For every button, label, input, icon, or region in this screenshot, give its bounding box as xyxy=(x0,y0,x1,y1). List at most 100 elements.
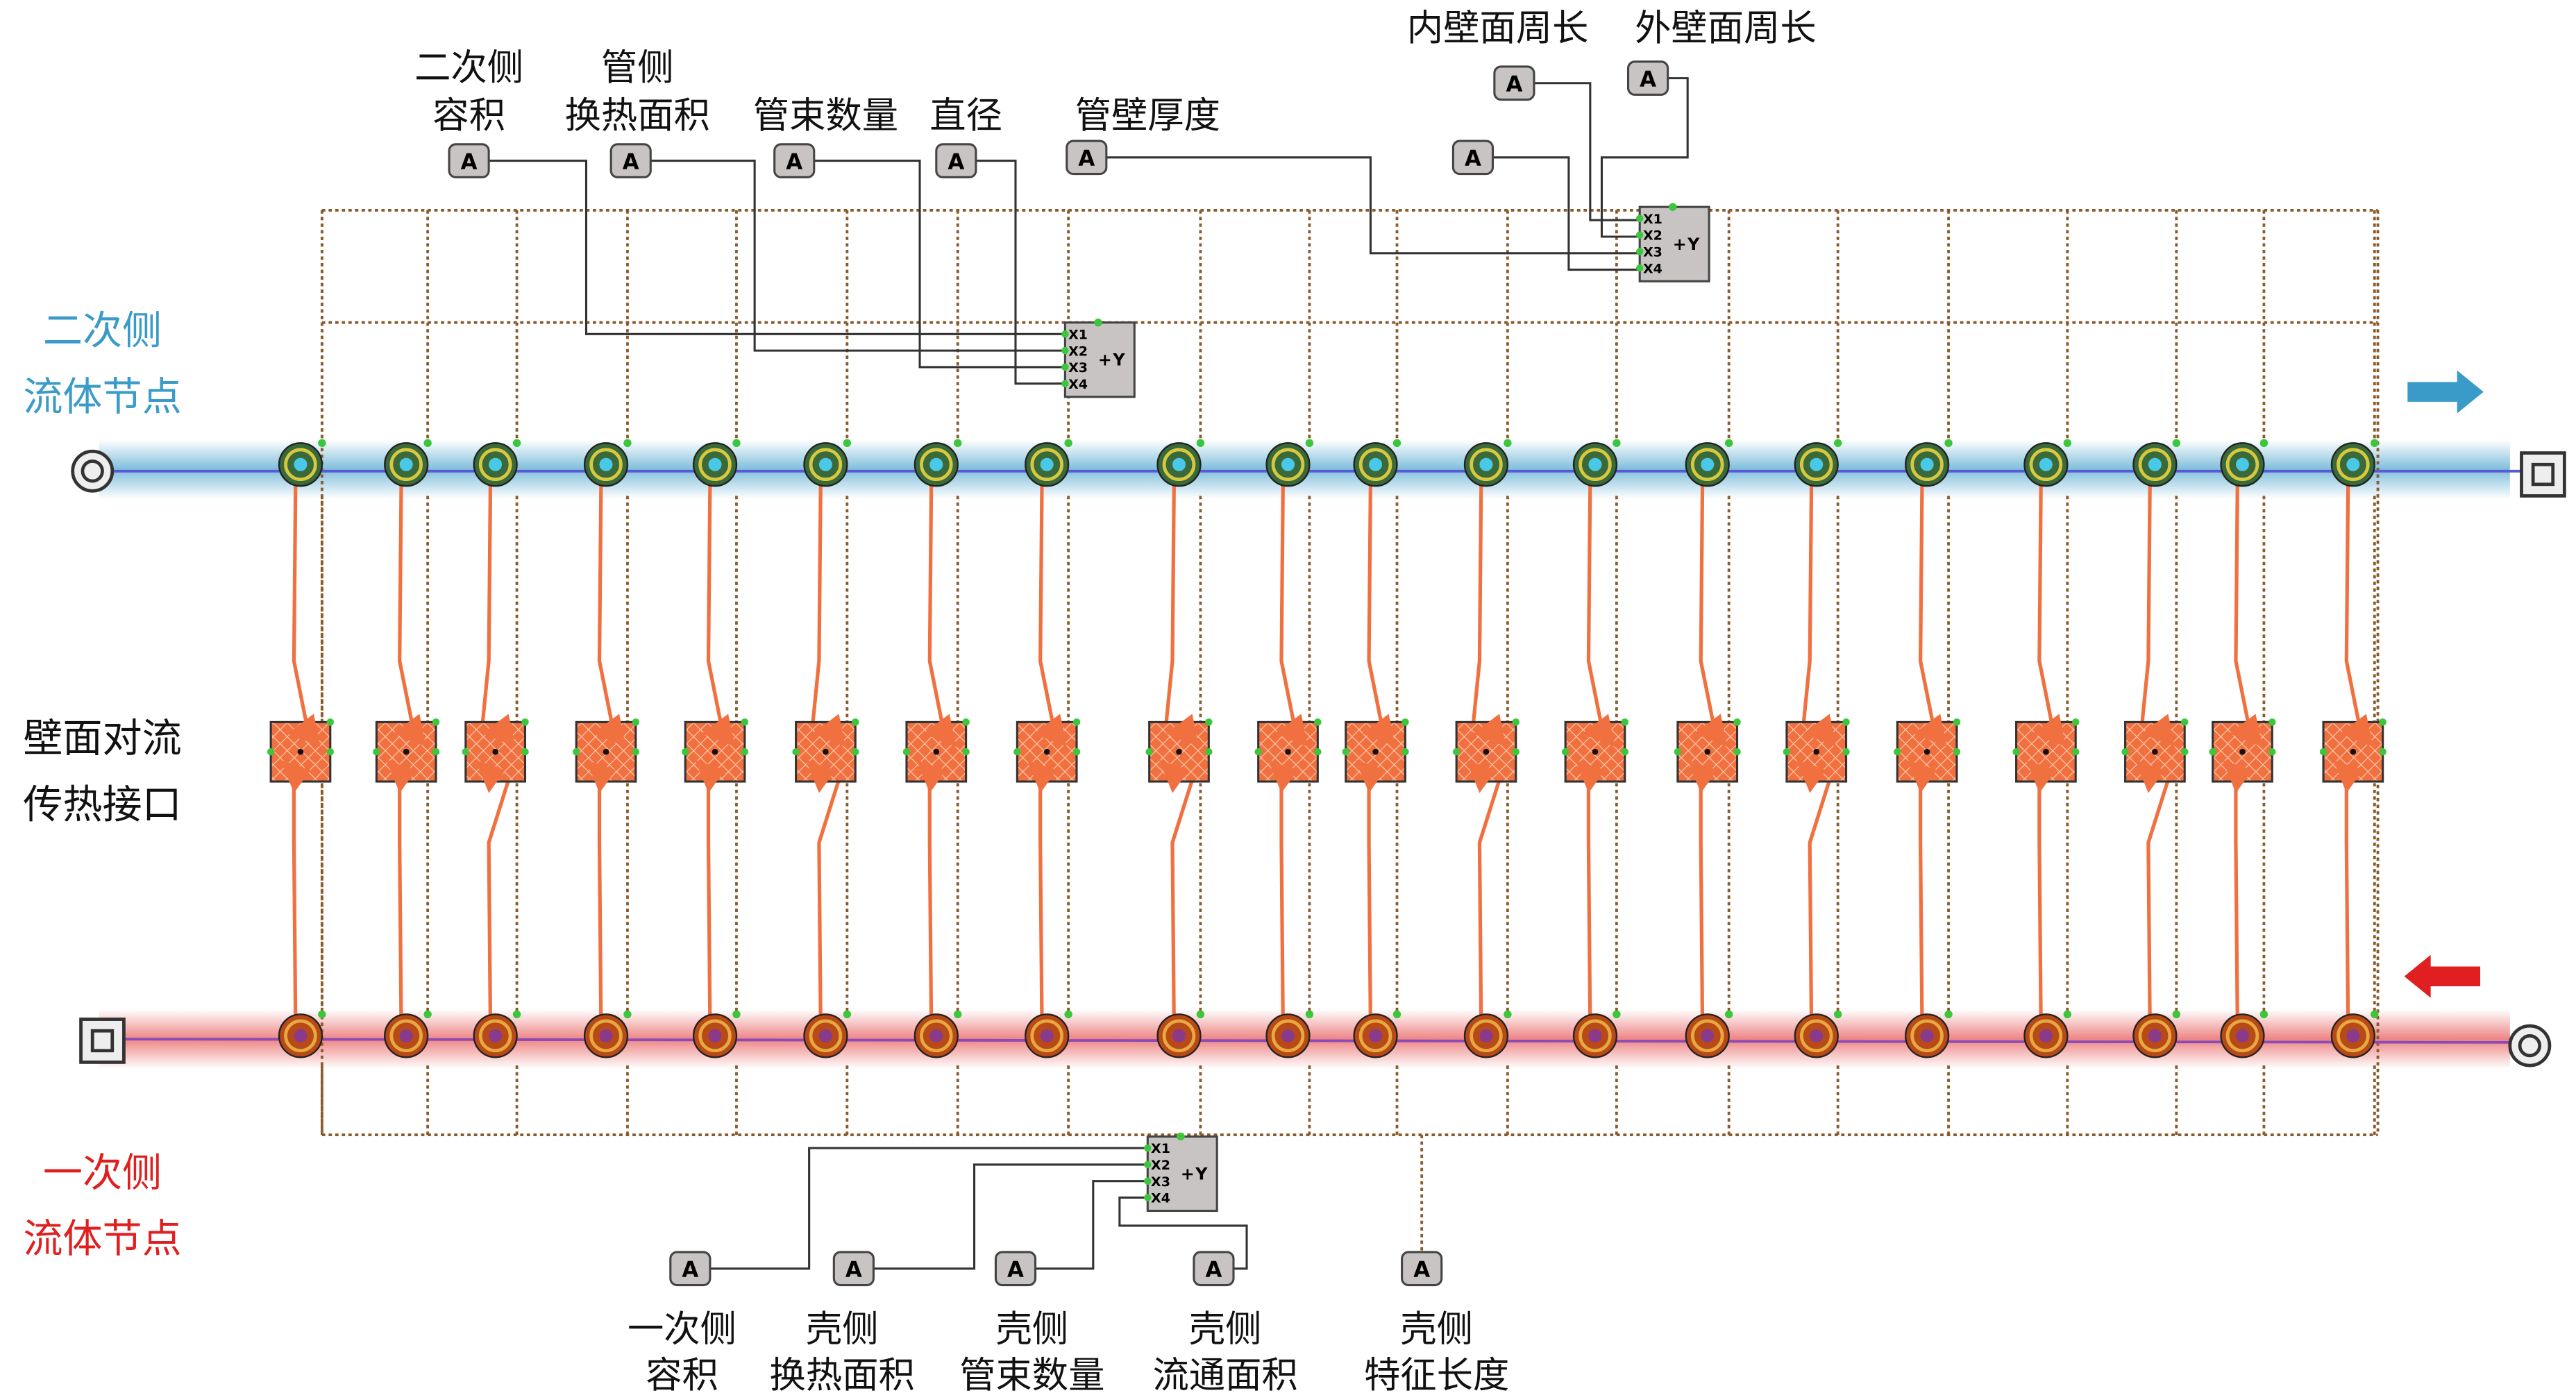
wall-center xyxy=(297,748,304,755)
wall-convection-interface xyxy=(1254,714,1322,793)
heat-link xyxy=(817,779,841,1028)
wall-center xyxy=(1483,748,1490,755)
wall-arrow xyxy=(1268,760,1298,793)
node-core xyxy=(2039,1029,2053,1042)
primary-inlet-boundary xyxy=(2508,1024,2552,1067)
constant-box xyxy=(994,1251,1037,1287)
wall-arrow xyxy=(287,714,321,748)
constant-block: A xyxy=(1451,140,1495,176)
wall-convection-interface xyxy=(792,714,859,793)
port-dot xyxy=(2259,1010,2268,1019)
wall-center xyxy=(2239,748,2246,755)
node-ring xyxy=(284,1019,317,1053)
port-dot xyxy=(954,439,962,448)
wall-arrow xyxy=(702,714,735,748)
secondary-fluid-node xyxy=(1685,439,1733,487)
wall-convection-interface xyxy=(2012,714,2080,793)
secondary-fluid-node xyxy=(1025,439,1072,487)
primary-fluid-node xyxy=(278,1010,326,1058)
port-dot xyxy=(2012,748,2020,756)
top-param-label: 容积 xyxy=(432,94,505,137)
primary-fluid-node xyxy=(1156,1010,1205,1058)
port-dot xyxy=(2063,1010,2072,1019)
sum-input-label: X4 xyxy=(1068,377,1088,392)
port-dot xyxy=(1613,439,1621,448)
port-dot xyxy=(1064,1010,1072,1019)
node-core xyxy=(2148,1029,2162,1042)
wall-center xyxy=(492,748,498,755)
sum-input-label: X1 xyxy=(1643,212,1662,227)
primary-fluid-node xyxy=(1353,1010,1401,1058)
primary-fluid-node xyxy=(1685,1010,1733,1058)
port-dot xyxy=(1205,718,1213,726)
port-dot xyxy=(1177,1132,1185,1141)
boundary-inner xyxy=(81,459,104,483)
port-dot xyxy=(1621,748,1629,756)
port-dot xyxy=(1724,439,1733,448)
constant-block: A xyxy=(773,143,816,178)
port-dot xyxy=(1196,439,1205,448)
secondary-fluid-node xyxy=(1904,439,1953,487)
port-dot xyxy=(1342,748,1349,756)
wall-arrow xyxy=(2222,760,2253,793)
port-dot xyxy=(1305,1010,1314,1019)
heat-link xyxy=(1801,482,1814,727)
heat-link xyxy=(2234,482,2251,728)
signal-wire xyxy=(489,160,1066,335)
node-ring xyxy=(589,448,623,482)
heat-link xyxy=(2344,779,2350,1028)
port-dot xyxy=(2063,439,2072,448)
node-ring xyxy=(920,1019,953,1053)
inner-perimeter-label: 内壁面周长 xyxy=(1407,7,1589,49)
wall-arrow xyxy=(2026,760,2056,793)
constant-block: A xyxy=(1626,60,1669,96)
node-core xyxy=(1701,1029,1715,1042)
wall-arrow xyxy=(1687,760,1717,793)
secondary-fluid-node xyxy=(2330,439,2379,487)
sum-input-label: X2 xyxy=(1151,1158,1170,1173)
wall-convection-interface xyxy=(267,714,335,793)
wall-convection-interface xyxy=(462,714,529,793)
primary-fluid-node xyxy=(803,1010,852,1058)
top-param-label: 换热面积 xyxy=(565,94,710,137)
port-dot xyxy=(521,718,529,726)
port-dot xyxy=(512,439,521,448)
wall-center xyxy=(2152,748,2158,755)
sum-sign: + xyxy=(1673,235,1687,254)
node-core xyxy=(599,1029,613,1042)
port-dot xyxy=(1144,1177,1152,1185)
node-ring xyxy=(1690,448,1724,482)
node-core xyxy=(294,457,308,471)
heat-link xyxy=(2146,779,2170,1028)
port-dot xyxy=(741,718,749,726)
wall-arrow xyxy=(586,760,616,793)
node-core xyxy=(929,1029,943,1042)
bottom-param-label: 容积 xyxy=(646,1354,718,1393)
wall-arrow xyxy=(1362,714,1396,748)
wall-center xyxy=(1813,748,1820,755)
wall-arrow xyxy=(1356,760,1386,793)
port-dot xyxy=(1061,363,1069,371)
port-dot xyxy=(962,748,970,756)
port-dot xyxy=(852,718,859,726)
wall-center xyxy=(712,748,718,755)
port-dot xyxy=(1061,346,1069,355)
constant-glyph: A xyxy=(1640,67,1656,92)
signal-wire xyxy=(975,160,1066,385)
port-dot xyxy=(1635,264,1644,272)
port-dot xyxy=(267,748,275,756)
node-ring xyxy=(2225,1019,2259,1053)
heat-link xyxy=(2037,779,2043,1028)
node-core xyxy=(2235,457,2249,471)
port-dot xyxy=(1833,1010,1842,1019)
wall-center xyxy=(933,748,940,755)
constant-box xyxy=(1451,140,1495,176)
constant-glyph: A xyxy=(461,149,478,174)
node-ring xyxy=(2138,448,2172,482)
secondary-inlet-boundary xyxy=(71,449,115,493)
heat-link xyxy=(2234,779,2239,1028)
node-core xyxy=(1920,1029,1934,1042)
